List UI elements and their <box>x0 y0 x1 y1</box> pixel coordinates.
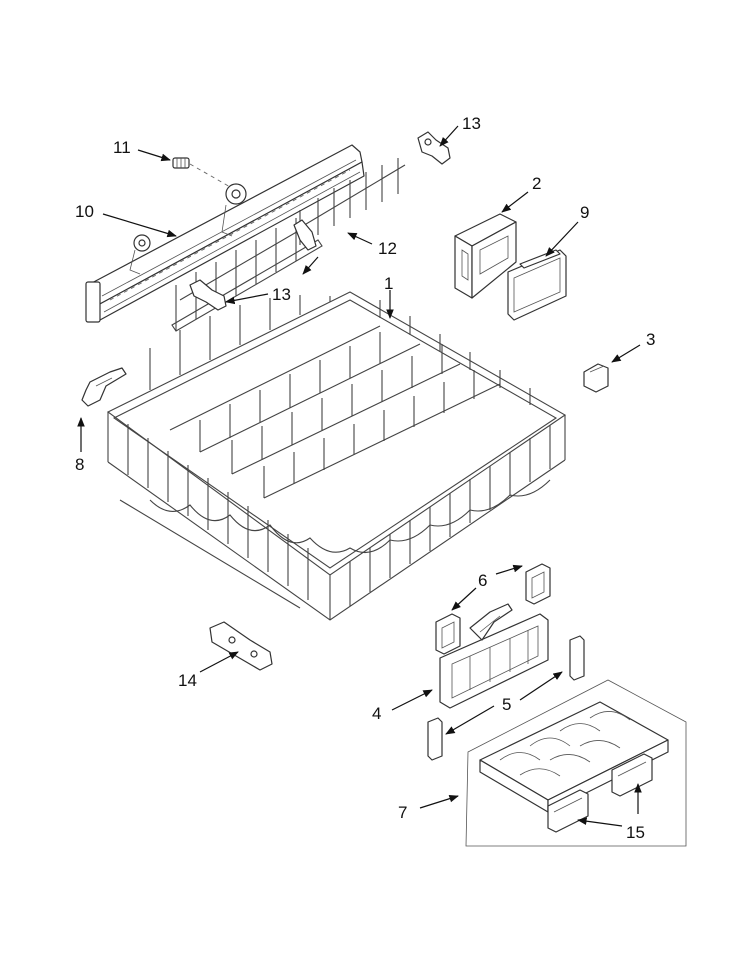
callout-10: 10 <box>75 202 94 221</box>
callout-1: 1 <box>384 274 393 293</box>
part-14-clip <box>209 621 273 671</box>
callout-11: 11 <box>113 138 131 157</box>
callout-13-top: 13 <box>462 114 481 133</box>
part-13-clip-top <box>417 131 451 165</box>
callout-3: 3 <box>646 330 655 349</box>
callout-14: 14 <box>178 671 197 690</box>
part-5-slides <box>427 635 585 761</box>
part-10-rack-rail <box>85 144 365 323</box>
part-2-bracket <box>454 213 517 299</box>
callout-5: 5 <box>502 695 511 714</box>
callout-12: 12 <box>378 239 397 258</box>
part-1-dishrack <box>106 291 567 621</box>
callout-8: 8 <box>75 455 84 474</box>
part-4-cup-shelf <box>439 603 549 709</box>
callout-13-lower: 13 <box>272 285 291 304</box>
callout-9: 9 <box>580 203 589 222</box>
part-9-panel <box>507 249 567 321</box>
callout-6: 6 <box>478 571 487 590</box>
callout-15: 15 <box>626 823 645 842</box>
callout-labels: 1 2 3 4 5 6 7 8 9 10 11 12 13 13 14 15 <box>75 114 655 842</box>
part-15-clips <box>547 753 653 833</box>
callout-4: 4 <box>372 704 381 723</box>
callout-7: 7 <box>398 803 407 822</box>
part-8-stop <box>81 367 127 407</box>
leader-lines <box>77 125 642 827</box>
part-6-clips <box>435 563 551 655</box>
part-11-screw <box>172 157 233 189</box>
part-13-clip-lower <box>189 219 317 311</box>
part-3-clip <box>583 363 609 393</box>
callout-2: 2 <box>532 174 541 193</box>
